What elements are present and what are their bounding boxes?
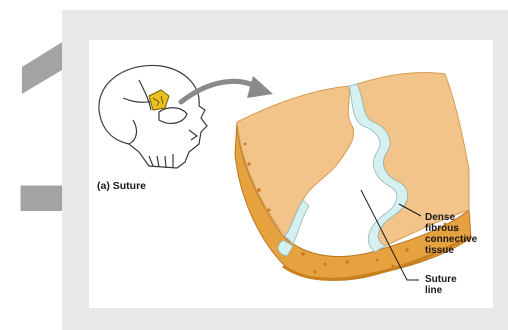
figure-caption: (a) Suture <box>97 180 146 192</box>
suture-diagram <box>89 40 493 308</box>
skull-icon <box>99 65 207 168</box>
label-suture-line: Suture line <box>425 274 457 296</box>
figure-panel: (a) Suture Dense fibrous connective tiss… <box>89 40 493 308</box>
label-dense-tissue: Dense fibrous connective tissue <box>425 212 477 256</box>
